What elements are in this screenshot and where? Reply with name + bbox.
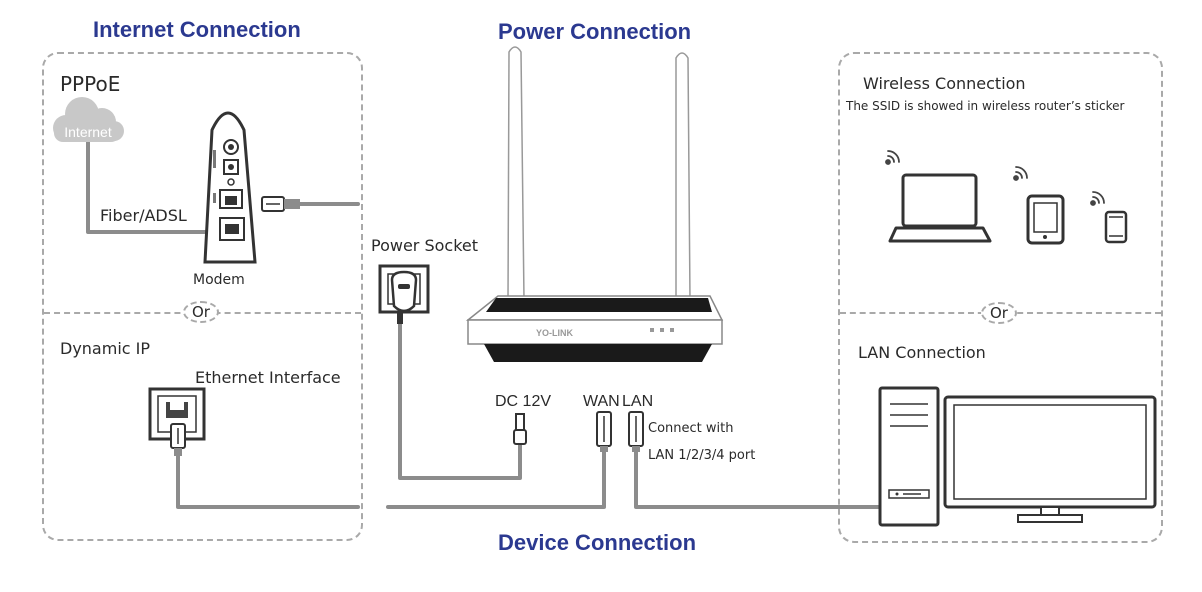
power-socket-label: Power Socket <box>371 236 479 255</box>
modem-label: Modem <box>193 272 245 288</box>
wireless-connection-label: Wireless Connection <box>863 74 1026 93</box>
lan-ports-label: LAN 1/2/3/4 port <box>648 448 756 463</box>
lan-port-label: LAN <box>622 393 654 410</box>
wifi-signal-icon <box>885 150 1105 206</box>
heading-device-connection: Device Connection <box>498 530 697 555</box>
fiber-cable <box>86 136 226 234</box>
cables <box>86 136 884 509</box>
ethernet-wall-cable <box>176 453 360 509</box>
lan-cable <box>634 448 884 509</box>
power-adapter-cable <box>398 320 522 480</box>
wan-plug-icon <box>596 411 612 452</box>
heading-internet-connection: Internet Connection <box>93 17 301 42</box>
heading-power-connection: Power Connection <box>498 19 692 44</box>
dc-plug-icon <box>513 413 527 445</box>
router-brand-label: YO-LINK <box>536 328 573 338</box>
ethernet-plug-icon <box>261 196 300 212</box>
fiber-adsl-label: Fiber/ADSL <box>100 206 187 225</box>
monitor-icon <box>943 395 1157 523</box>
ethernet-wall-port-icon <box>148 387 206 456</box>
cloud-label: Internet <box>64 124 112 140</box>
router-icon <box>465 46 724 362</box>
wan-port-label: WAN <box>583 393 620 410</box>
dc-12v-label: DC 12V <box>495 393 552 410</box>
wan-cable <box>386 448 606 509</box>
ssid-note-label: The SSID is showed in wireless router’s … <box>846 99 1125 113</box>
lan-connection-label: LAN Connection <box>858 343 986 362</box>
phone-icon <box>1104 210 1128 244</box>
internet-or-bubble: Or <box>183 301 219 323</box>
dynamic-ip-label: Dynamic IP <box>60 339 151 358</box>
modem-icon <box>203 111 257 264</box>
desktop-tower-icon <box>878 386 940 527</box>
power-adapter-icon <box>390 270 418 324</box>
tablet-icon <box>1026 194 1065 245</box>
client-or-bubble: Or <box>981 302 1017 324</box>
laptop-icon <box>888 173 992 243</box>
ethernet-interface-label: Ethernet Interface <box>195 368 341 387</box>
connect-with-label: Connect with <box>648 421 734 436</box>
pppoe-label: PPPoE <box>60 72 121 96</box>
client-panel <box>838 52 1163 543</box>
cloud-icon <box>53 97 124 142</box>
lan-plug-icon <box>628 411 644 452</box>
internet-panel <box>42 52 363 541</box>
